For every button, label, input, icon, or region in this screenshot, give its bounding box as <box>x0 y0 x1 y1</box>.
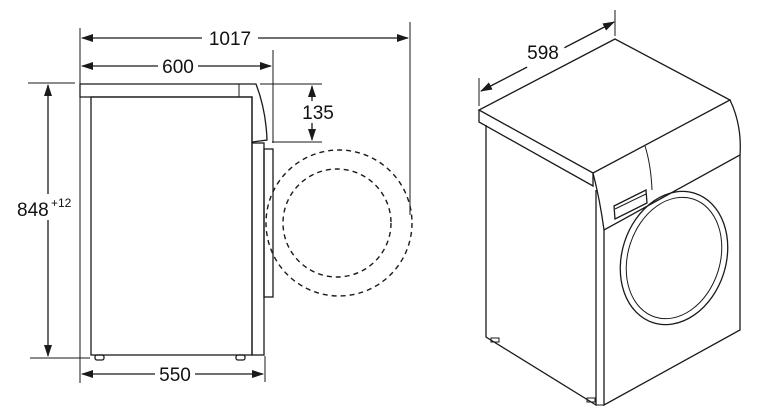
isometric-view: 598 <box>477 10 741 407</box>
dimension-label-1017: 1017 <box>209 29 251 50</box>
foot-back <box>94 354 105 361</box>
dimension-label-600: 600 <box>162 57 194 78</box>
foot-front <box>586 397 596 403</box>
door-glass <box>625 196 723 320</box>
machine-body-side <box>90 96 253 356</box>
side-view: 1017 600 135 848 +12 550 <box>15 22 413 386</box>
dimension-tolerance: +12 <box>51 196 72 210</box>
top-surface <box>477 38 732 174</box>
detergent-drawer <box>613 188 648 221</box>
dimension-label-135: 135 <box>302 103 334 124</box>
dimension-label-598: 598 <box>527 43 559 64</box>
side-panel <box>485 125 597 407</box>
foot-left <box>490 337 500 343</box>
door-outer-ring <box>619 190 729 326</box>
front-panel <box>603 155 741 407</box>
front-panel-side <box>251 142 265 356</box>
door-swing-inner-circle <box>282 168 392 278</box>
door-swing-outer-circle <box>265 149 413 297</box>
dimension-label-550: 550 <box>159 365 191 386</box>
door-side <box>263 148 274 298</box>
foot-front <box>235 354 246 361</box>
dimension-label-848: 848 <box>17 200 49 221</box>
top-slab-edge <box>478 110 594 188</box>
